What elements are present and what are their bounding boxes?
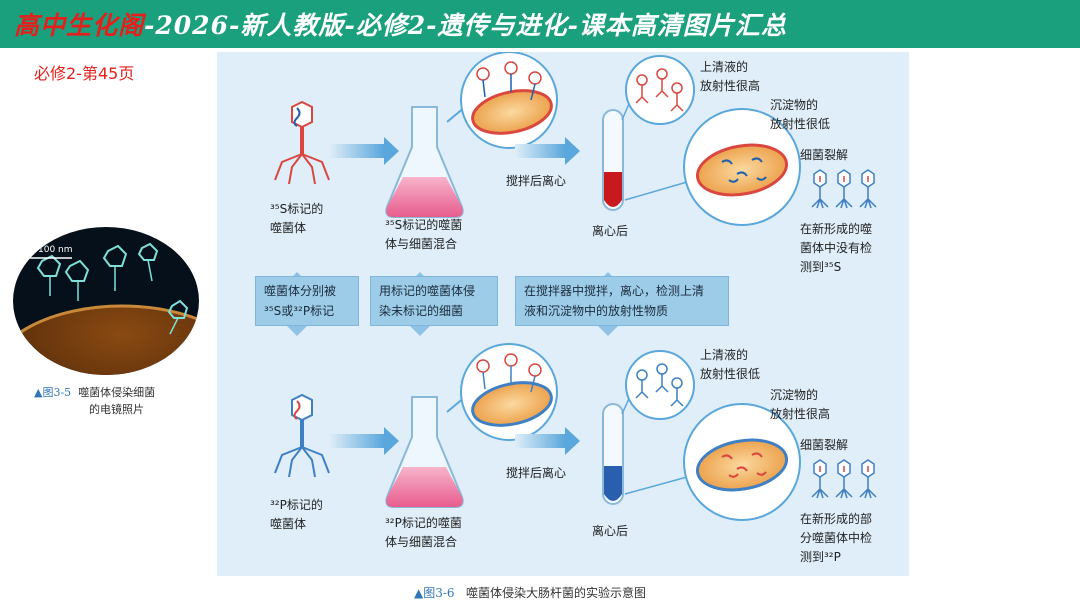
bottom-supernatant-line2: 放射性很低: [700, 365, 760, 384]
top-test-tube-icon: [603, 110, 623, 210]
step-box-centrifuge-line1: 在搅拌器中搅拌，离心，检测上清: [524, 281, 720, 301]
banner-title: 高中生化阁-2026-新人教版-必修2-遗传与进化-课本高清图片汇总: [14, 6, 787, 42]
step-box-infect: 用标记的噬菌体侵 染未标记的细菌: [370, 276, 498, 326]
scale-bar-label: 100 nm: [38, 245, 73, 255]
bottom-result-line3: 测到³²P: [800, 548, 872, 567]
top-supernatant-line2: 放射性很高: [700, 77, 760, 96]
bottom-phage-label: ³²P标记的 噬菌体: [270, 496, 323, 534]
bottom-result-line1: 在新形成的部: [800, 510, 872, 529]
bottom-phage-label-line2: 噬菌体: [270, 515, 323, 534]
bottom-result-line2: 分噬菌体中检: [800, 529, 872, 548]
bottom-mix-label-line2: 体与细菌混合: [385, 533, 462, 552]
top-phage-icon: [275, 102, 329, 184]
step-box-centrifuge-line2: 液和沉淀物中的放射性物质: [524, 301, 720, 321]
bottom-stir-label: 搅拌后离心: [506, 464, 566, 483]
bottom-phage-label-line1: ³²P标记的: [270, 496, 323, 515]
bottom-result-label: 在新形成的部 分噬菌体中检 测到³²P: [800, 510, 872, 567]
top-supernatant-circle: [626, 56, 694, 124]
bottom-tube-label: 离心后: [592, 522, 628, 541]
top-phage-label-line2: 噬菌体: [270, 219, 323, 238]
top-result-line2: 菌体中没有检: [800, 239, 872, 258]
bottom-sediment-line1: 沉淀物的: [770, 386, 830, 405]
figure-3-6-title: 噬菌体侵染大肠杆菌的实验示意图: [466, 586, 646, 600]
figure-3-6-number: ▲图3-6: [414, 586, 455, 600]
top-arrow-2: [515, 144, 565, 158]
figure-3-6-caption: ▲图3-6 噬菌体侵染大肠杆菌的实验示意图: [414, 584, 646, 601]
top-phage-label-line1: ³⁵S标记的: [270, 200, 323, 219]
electron-micrograph-photo: 100 nm: [12, 226, 200, 376]
figure-3-5-caption: ▲图3-5 噬菌体侵染细菌 的电镜照片: [34, 384, 155, 418]
step-box-infect-line1: 用标记的噬菌体侵: [379, 281, 489, 301]
banner-brand: 高中生化阁: [14, 11, 144, 40]
top-progeny-phages: [812, 170, 876, 208]
page-reference: 必修2-第45页: [34, 60, 134, 84]
top-lysis-label: 细菌裂解: [800, 146, 848, 165]
top-stir-label: 搅拌后离心: [506, 172, 566, 191]
top-phage-label: ³⁵S标记的 噬菌体: [270, 200, 323, 238]
step-box-label-line1: 噬菌体分别被: [264, 281, 350, 301]
bottom-mix-label-line1: ³²P标记的噬菌: [385, 514, 462, 533]
bottom-flask-icon: [386, 397, 462, 507]
bottom-mix-label: ³²P标记的噬菌 体与细菌混合: [385, 514, 462, 552]
top-tube-label: 离心后: [592, 222, 628, 241]
bottom-test-tube-icon: [603, 404, 623, 504]
bottom-arrow-1: [329, 434, 384, 448]
top-sediment-line2: 放射性很低: [770, 115, 830, 134]
title-banner: 高中生化阁-2026-新人教版-必修2-遗传与进化-课本高清图片汇总: [0, 0, 1080, 48]
step-box-label: 噬菌体分别被 ³⁵S或³²P标记: [255, 276, 359, 326]
bottom-supernatant-line1: 上清液的: [700, 346, 760, 365]
bottom-supernatant-circle: [626, 351, 694, 419]
top-flask-icon: [386, 107, 462, 217]
top-supernatant-line1: 上清液的: [700, 58, 760, 77]
step-box-centrifuge: 在搅拌器中搅拌，离心，检测上清 液和沉淀物中的放射性物质: [515, 276, 729, 326]
figure-3-5-line2: 的电镜照片: [34, 403, 144, 416]
bottom-sediment-line2: 放射性很高: [770, 405, 830, 424]
top-infection-circle: [461, 52, 557, 148]
step-box-label-line2: ³⁵S或³²P标记: [264, 301, 350, 321]
top-mix-label-line2: 体与细菌混合: [385, 235, 462, 254]
top-sediment-label: 沉淀物的 放射性很低: [770, 96, 830, 134]
top-arrow-1: [329, 144, 384, 158]
top-result-line3: 测到³⁵S: [800, 258, 872, 277]
bottom-progeny-phages: [812, 460, 876, 498]
figure-3-5-line1: 噬菌体侵染细菌: [78, 386, 155, 399]
bottom-phage-icon: [275, 395, 329, 477]
bottom-sediment-label: 沉淀物的 放射性很高: [770, 386, 830, 424]
top-supernatant-label: 上清液的 放射性很高: [700, 58, 760, 96]
top-mix-label: ³⁵S标记的噬菌 体与细菌混合: [385, 216, 462, 254]
bottom-supernatant-label: 上清液的 放射性很低: [700, 346, 760, 384]
bottom-lysis-label: 细菌裂解: [800, 436, 848, 455]
top-result-line1: 在新形成的噬: [800, 220, 872, 239]
top-sediment-line1: 沉淀物的: [770, 96, 830, 115]
step-box-infect-line2: 染未标记的细菌: [379, 301, 489, 321]
bottom-arrow-2: [515, 434, 565, 448]
bottom-infection-circle: [461, 344, 557, 440]
top-result-label: 在新形成的噬 菌体中没有检 测到³⁵S: [800, 220, 872, 277]
figure-3-5-number: ▲图3-5: [34, 386, 71, 399]
top-mix-label-line1: ³⁵S标记的噬菌: [385, 216, 462, 235]
banner-series: -2026-新人教版-必修2-遗传与进化-课本高清图片汇总: [144, 11, 787, 40]
